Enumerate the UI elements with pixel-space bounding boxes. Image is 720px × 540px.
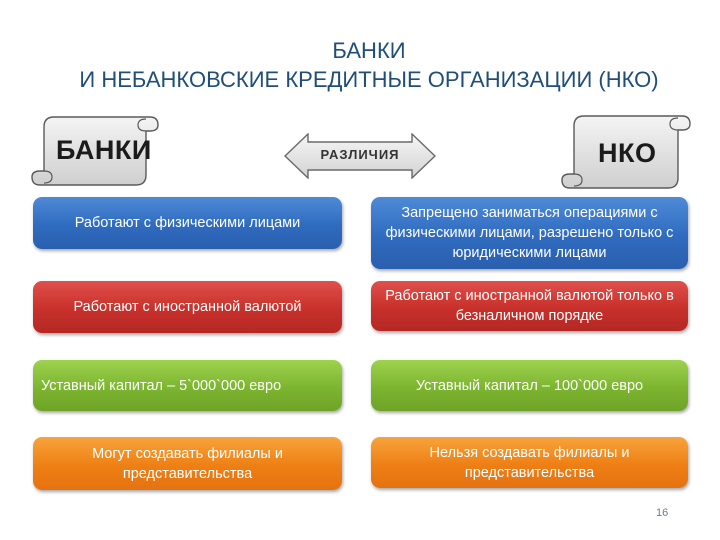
nko-row-text: Запрещено заниматься операциями с физиче… bbox=[385, 205, 674, 261]
nko-row-text: Уставный капитал – 100`000 евро bbox=[415, 377, 644, 394]
banks-scroll-banner: БАНКИ bbox=[30, 113, 160, 189]
banks-row-capital: Уставный капитал – 5`000`000 евро bbox=[33, 360, 342, 411]
nko-row-text: Нельзя создавать филиалы и представитель… bbox=[429, 444, 630, 481]
nko-header-label: НКО bbox=[598, 138, 657, 168]
page-number: 16 bbox=[656, 507, 669, 519]
nko-scroll-banner: НКО bbox=[560, 112, 692, 192]
banks-row-branches: Могут создавать филиалы и представительс… bbox=[33, 437, 342, 490]
banks-row-text: Могут создавать филиалы и представительс… bbox=[92, 445, 283, 482]
banks-row-currency: Работают с иностранной валютой bbox=[33, 281, 342, 333]
nko-row-branches: Нельзя создавать филиалы и представитель… bbox=[371, 437, 688, 488]
nko-row-capital: Уставный капитал – 100`000 евро bbox=[371, 360, 688, 411]
scroll-shape bbox=[561, 115, 691, 189]
nko-row-text: Работают с иностранной валютой только в … bbox=[385, 288, 674, 324]
banks-row-text: Работают с физическими лицами bbox=[74, 215, 301, 231]
nko-row-currency: Работают с иностранной валютой только в … bbox=[371, 281, 688, 331]
banks-row-text: Уставный капитал – 5`000`000 евро bbox=[41, 377, 282, 394]
double-arrow-shape bbox=[284, 133, 436, 179]
scroll-shape bbox=[31, 116, 159, 186]
differences-label: РАЗЛИЧИЯ bbox=[320, 147, 400, 162]
slide-title-line2: И НЕБАНКОВСКИЕ КРЕДИТНЫЕ ОРГАНИЗАЦИИ (НК… bbox=[79, 67, 659, 92]
banks-row-text: Работают с иностранной валютой bbox=[73, 299, 302, 315]
banks-header-label: БАНКИ bbox=[56, 135, 152, 165]
slide-title-line1: БАНКИ bbox=[332, 38, 406, 63]
banks-row-individuals: Работают с физическими лицами bbox=[33, 197, 342, 249]
nko-row-individuals: Запрещено заниматься операциями с физиче… bbox=[371, 197, 688, 269]
